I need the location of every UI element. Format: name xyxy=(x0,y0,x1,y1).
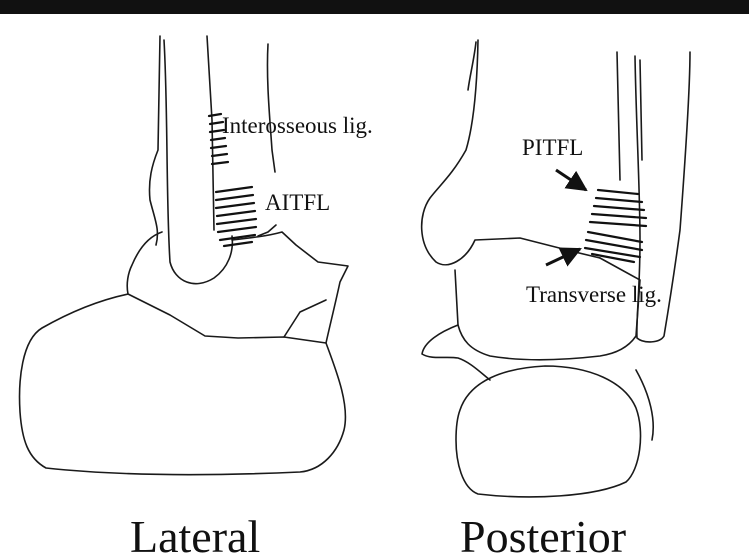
top-border-bar xyxy=(0,0,749,14)
lateral-midfoot xyxy=(284,300,326,337)
lateral-calcaneus xyxy=(20,294,346,475)
lateral-fibula-back xyxy=(267,44,275,172)
posterior-view xyxy=(422,40,690,497)
posterior-talus xyxy=(455,258,640,360)
posterior-calcaneus-right xyxy=(636,370,653,440)
posterior-calcaneus xyxy=(456,366,641,497)
posterior-pitfl-hatch xyxy=(590,190,646,226)
pitfl-label: PITFL xyxy=(522,135,583,160)
posterior-caption: Posterior xyxy=(460,511,626,560)
interosseous-ligament-label: Interosseous lig. xyxy=(222,113,373,138)
posterior-transverse-ligament-hatch xyxy=(585,232,642,262)
posterior-tibia-medial xyxy=(468,42,476,90)
posterior-fibula-line xyxy=(640,60,642,160)
lateral-caption: Lateral xyxy=(130,511,260,560)
lateral-view xyxy=(20,36,348,475)
lateral-tibia xyxy=(149,36,160,245)
transverse-ligament-arrow xyxy=(546,249,580,265)
transverse-ligament-label: Transverse lig. xyxy=(526,282,662,307)
aitfl-label: AITFL xyxy=(265,190,330,215)
pitfl-arrow xyxy=(556,170,586,190)
lateral-talus xyxy=(127,232,348,343)
